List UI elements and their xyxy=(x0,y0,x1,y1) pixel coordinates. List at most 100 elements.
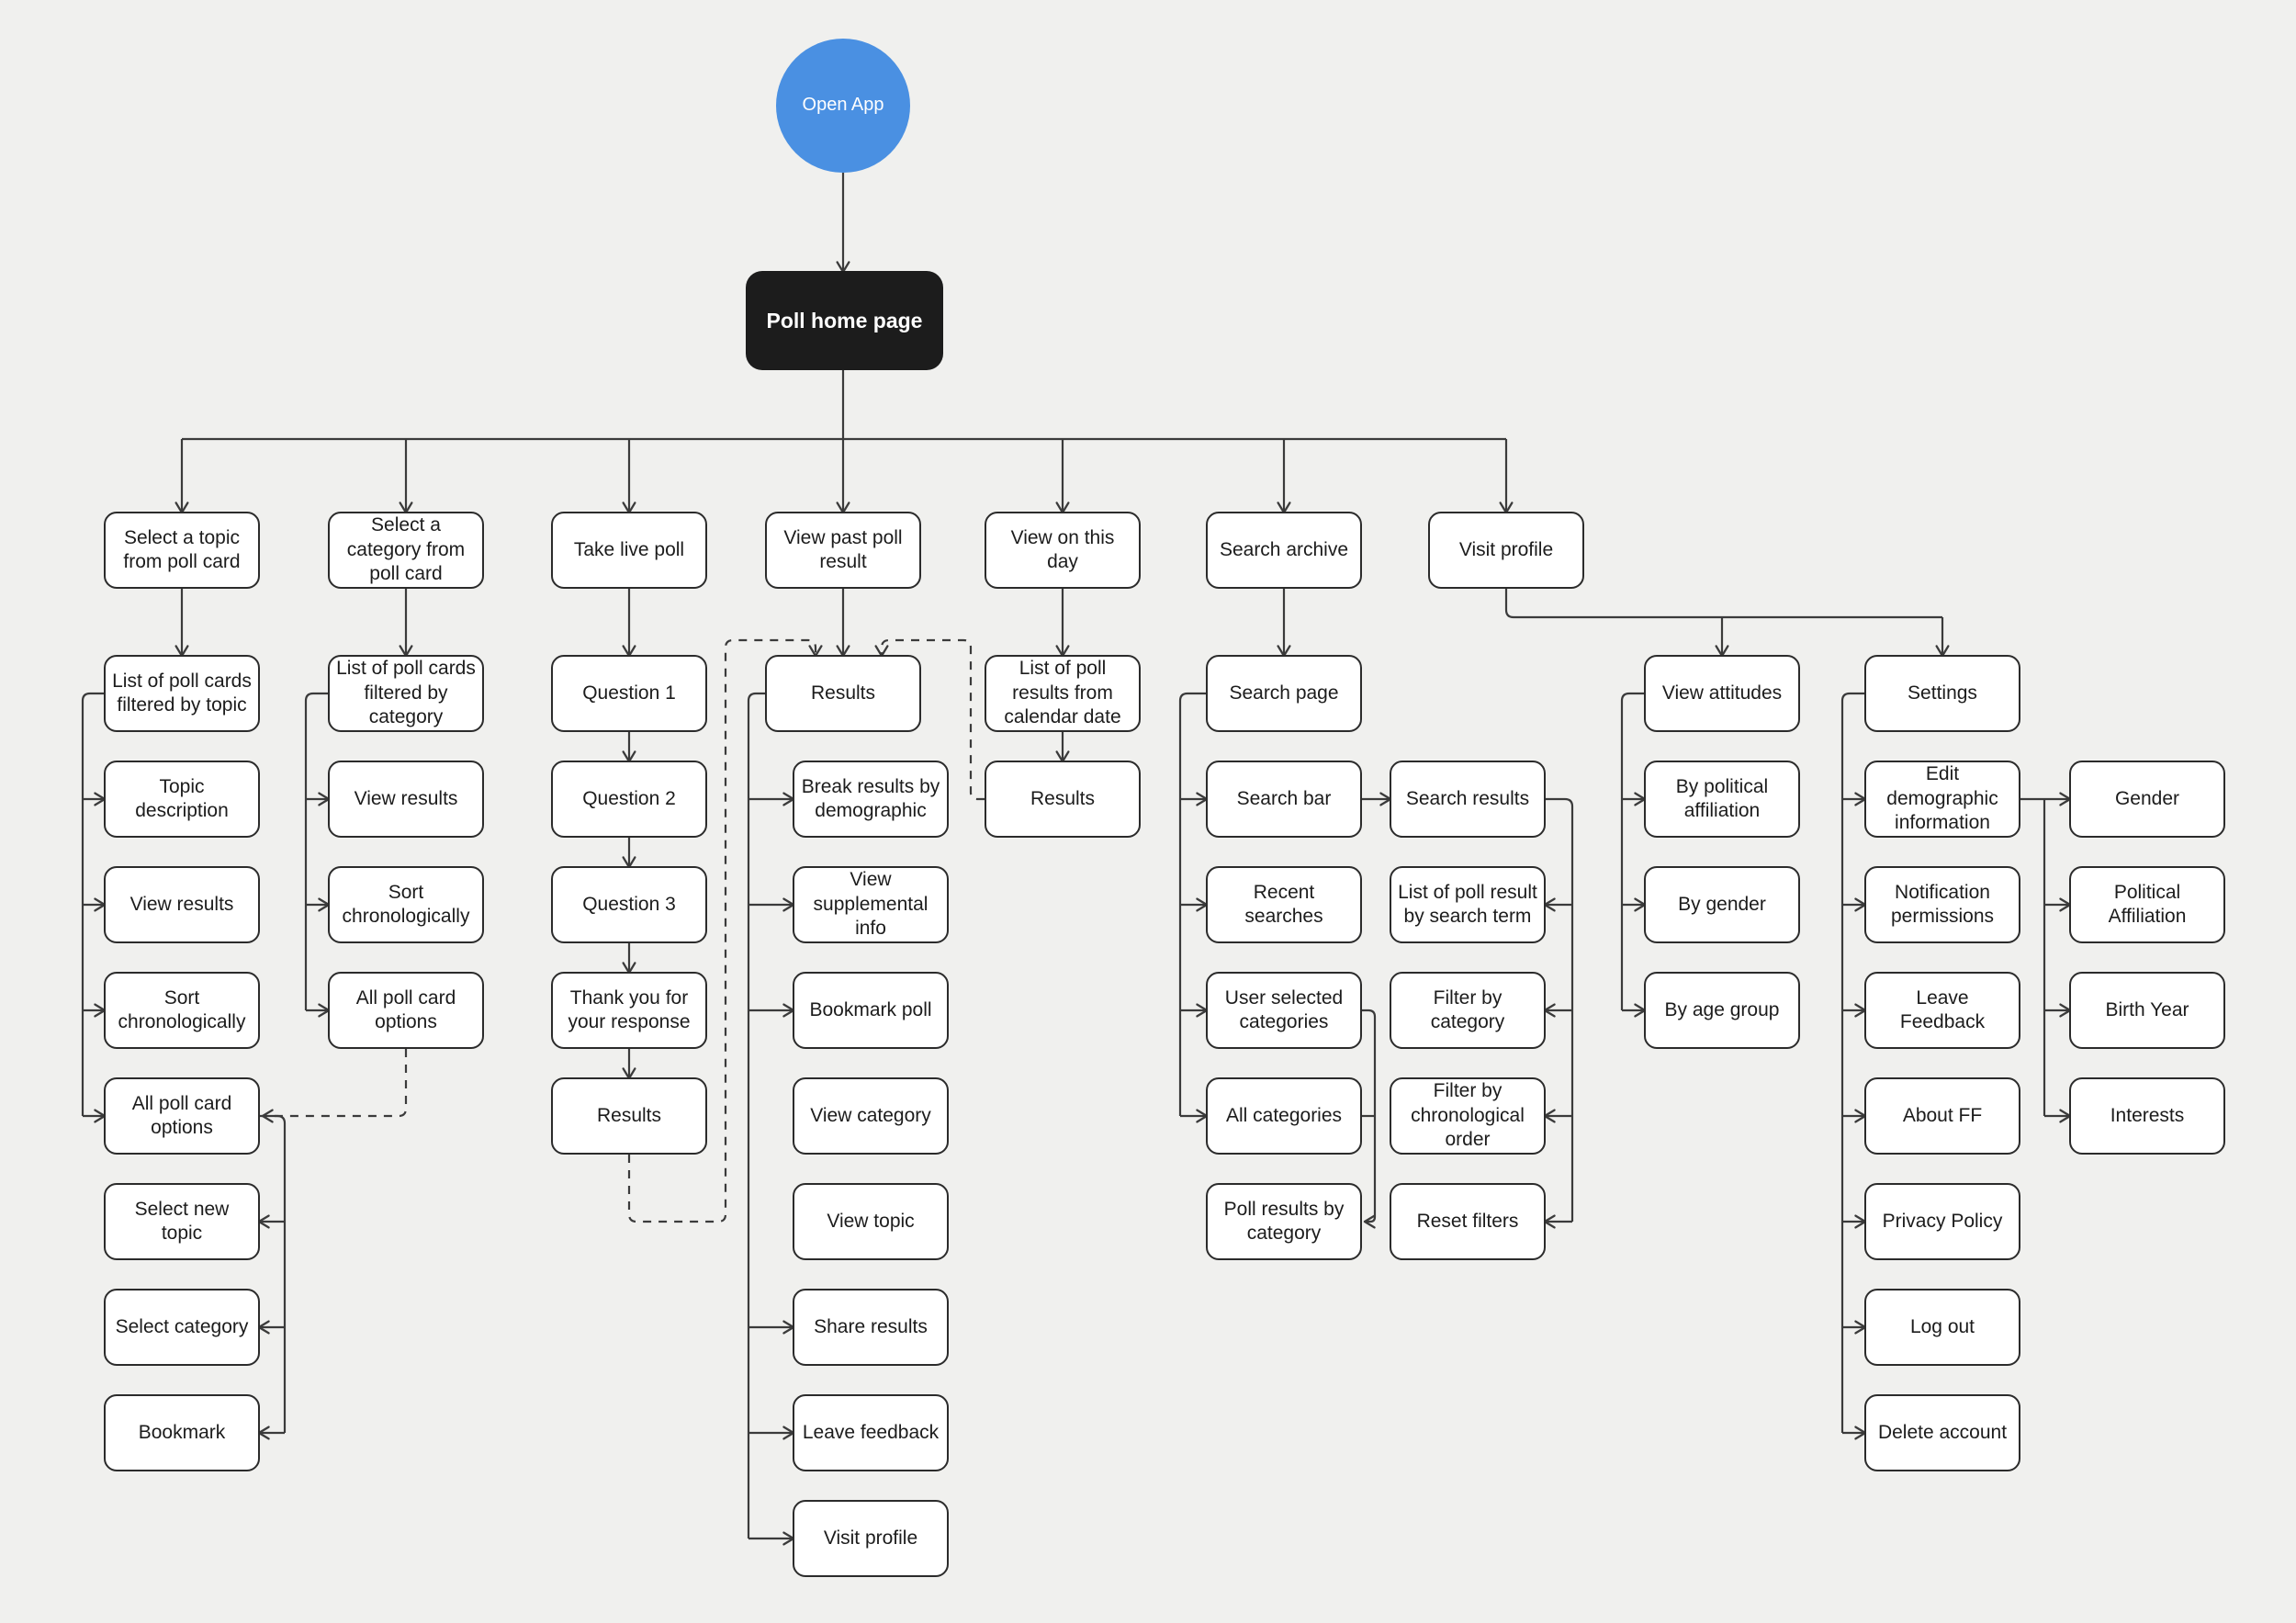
node-label: List of poll cards filtered by category xyxy=(336,658,476,728)
node-list-by-category[interactable]: List of poll cards filtered by category xyxy=(328,655,484,732)
node-about-ff[interactable]: About FF xyxy=(1864,1077,2020,1155)
node-label: Filter by chronological order xyxy=(1411,1080,1525,1151)
node-share-results[interactable]: Share results xyxy=(793,1289,949,1366)
connector xyxy=(1178,692,1206,1116)
node-select-category[interactable]: Select a category from poll card xyxy=(328,512,484,589)
node-open-app[interactable]: Open App xyxy=(776,39,910,173)
node-poll-results-by-category[interactable]: Poll results by category xyxy=(1206,1183,1362,1260)
node-results-day[interactable]: Results xyxy=(985,761,1141,838)
node-search-bar[interactable]: Search bar xyxy=(1206,761,1362,838)
node-view-topic[interactable]: View topic xyxy=(793,1183,949,1260)
node-leave-feedback[interactable]: Leave feedback xyxy=(793,1394,949,1471)
node-leave-feedback-settings[interactable]: Leave Feedback xyxy=(1864,972,2020,1049)
node-label: Leave Feedback xyxy=(1899,986,1986,1032)
node-question-1[interactable]: Question 1 xyxy=(551,655,707,732)
node-delete-account[interactable]: Delete account xyxy=(1864,1394,2020,1471)
node-label: Topic description xyxy=(135,775,229,821)
node-settings[interactable]: Settings xyxy=(1864,655,2020,732)
node-label: View attitudes xyxy=(1661,682,1783,704)
node-break-results-demographic[interactable]: Break results by demographic xyxy=(793,761,949,838)
node-interests[interactable]: Interests xyxy=(2069,1077,2225,1155)
node-gender[interactable]: Gender xyxy=(2069,761,2225,838)
connector xyxy=(260,1114,287,1433)
node-bookmark[interactable]: Bookmark xyxy=(104,1394,260,1471)
node-birth-year[interactable]: Birth Year xyxy=(2069,972,2225,1049)
node-topic-description[interactable]: Topic description xyxy=(104,761,260,838)
node-political-affiliation[interactable]: Political Affiliation xyxy=(2069,866,2225,943)
node-label: Break results by demographic xyxy=(801,775,940,821)
node-visit-profile[interactable]: Visit profile xyxy=(1428,512,1584,589)
node-select-topic[interactable]: Select a topic from poll card xyxy=(104,512,260,589)
connector xyxy=(81,692,104,1116)
node-label: About FF xyxy=(1902,1104,1983,1126)
node-question-2[interactable]: Question 2 xyxy=(551,761,707,838)
node-view-on-this-day[interactable]: View on this day xyxy=(985,512,1141,589)
node-list-by-topic[interactable]: List of poll cards filtered by topic xyxy=(104,655,260,732)
node-label: By age group xyxy=(1664,998,1780,1020)
connector xyxy=(1840,692,1864,1433)
node-label: Gender xyxy=(2114,787,2180,809)
node-question-3[interactable]: Question 3 xyxy=(551,866,707,943)
node-label: All categories xyxy=(1225,1104,1343,1126)
node-label: Delete account xyxy=(1877,1421,2008,1443)
node-filter-by-chronological-order[interactable]: Filter by chronological order xyxy=(1390,1077,1546,1155)
node-label: Interests xyxy=(2110,1104,2185,1126)
node-user-selected-categories[interactable]: User selected categories xyxy=(1206,972,1362,1049)
node-results-past[interactable]: Results xyxy=(765,655,921,732)
connector xyxy=(1546,797,1574,1222)
node-label: View on this day xyxy=(1010,526,1115,572)
node-edit-demographic-information[interactable]: Edit demographic information xyxy=(1864,761,2020,838)
node-view-category[interactable]: View category xyxy=(793,1077,949,1155)
node-label: Political Affiliation xyxy=(2108,881,2187,927)
node-view-results-category[interactable]: View results xyxy=(328,761,484,838)
node-view-past-poll-result[interactable]: View past poll result xyxy=(765,512,921,589)
node-label: All poll card options xyxy=(355,986,456,1032)
node-select-category-option[interactable]: Select category xyxy=(104,1289,260,1366)
node-select-new-topic[interactable]: Select new topic xyxy=(104,1183,260,1260)
connector xyxy=(1620,692,1644,1010)
node-label: Select a category from poll card xyxy=(346,514,466,585)
node-label: Sort chronologically xyxy=(118,986,246,1032)
node-sort-chronologically-category[interactable]: Sort chronologically xyxy=(328,866,484,943)
node-search-page[interactable]: Search page xyxy=(1206,655,1362,732)
node-label: Search bar xyxy=(1236,787,1332,809)
node-all-poll-card-options-category[interactable]: All poll card options xyxy=(328,972,484,1049)
node-search-archive[interactable]: Search archive xyxy=(1206,512,1362,589)
node-by-age-group[interactable]: By age group xyxy=(1644,972,1800,1049)
node-visit-profile-results[interactable]: Visit profile xyxy=(793,1500,949,1577)
node-label: Bookmark poll xyxy=(809,998,932,1020)
node-label: All poll card options xyxy=(131,1092,232,1138)
node-label: Thank you for your response xyxy=(568,986,691,1032)
node-label: View results xyxy=(354,787,458,809)
node-view-attitudes[interactable]: View attitudes xyxy=(1644,655,1800,732)
node-reset-filters[interactable]: Reset filters xyxy=(1390,1183,1546,1260)
node-label: Results xyxy=(596,1104,662,1126)
node-privacy-policy[interactable]: Privacy Policy xyxy=(1864,1183,2020,1260)
node-log-out[interactable]: Log out xyxy=(1864,1289,2020,1366)
node-list-by-search-term[interactable]: List of poll result by search term xyxy=(1390,866,1546,943)
node-notification-permissions[interactable]: Notification permissions xyxy=(1864,866,2020,943)
node-label: Visit profile xyxy=(1458,538,1554,560)
node-sort-chronologically-topic[interactable]: Sort chronologically xyxy=(104,972,260,1049)
node-by-political-affiliation[interactable]: By political affiliation xyxy=(1644,761,1800,838)
node-label: Privacy Policy xyxy=(1882,1210,2003,1232)
node-label: Results xyxy=(810,682,876,704)
node-view-results-topic[interactable]: View results xyxy=(104,866,260,943)
node-bookmark-poll[interactable]: Bookmark poll xyxy=(793,972,949,1049)
node-results-live[interactable]: Results xyxy=(551,1077,707,1155)
node-view-supplemental-info[interactable]: View supplemental info xyxy=(793,866,949,943)
node-recent-searches[interactable]: Recent searches xyxy=(1206,866,1362,943)
node-label: Birth Year xyxy=(2105,998,2189,1020)
node-all-categories[interactable]: All categories xyxy=(1206,1077,1362,1155)
node-by-gender[interactable]: By gender xyxy=(1644,866,1800,943)
node-thank-you[interactable]: Thank you for your response xyxy=(551,972,707,1049)
node-label: Question 2 xyxy=(582,787,676,809)
node-all-poll-card-options-topic[interactable]: All poll card options xyxy=(104,1077,260,1155)
node-take-live-poll[interactable]: Take live poll xyxy=(551,512,707,589)
node-poll-home-page[interactable]: Poll home page xyxy=(746,271,943,370)
node-search-results[interactable]: Search results xyxy=(1390,761,1546,838)
node-label: By political affiliation xyxy=(1675,775,1769,821)
node-list-calendar-date[interactable]: List of poll results from calendar date xyxy=(985,655,1141,732)
node-filter-by-category[interactable]: Filter by category xyxy=(1390,972,1546,1049)
